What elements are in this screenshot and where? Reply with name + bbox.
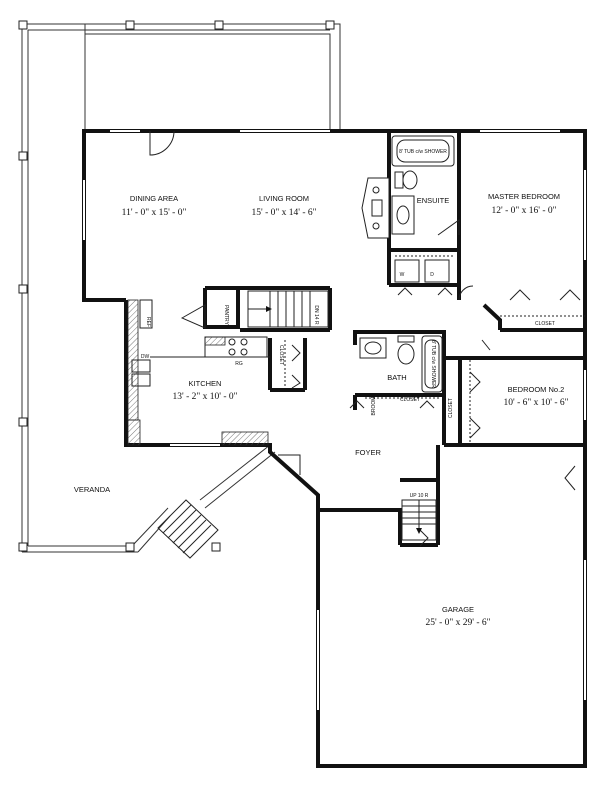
small-labels: 8' TUB c/w SHOWER 8' TUB c/w SHOWER PANT… — [141, 149, 555, 499]
interior-walls — [203, 131, 585, 547]
stair-up-label: UP 10 R — [410, 493, 429, 499]
foyer-name: FOYER — [355, 448, 381, 457]
dining-dims: 11' - 0" x 15' - 0" — [122, 208, 187, 218]
kitchen-dims: 13' - 2" x 10' - 0" — [172, 392, 237, 402]
closet-lines — [284, 255, 585, 442]
dw-label: DW — [141, 354, 150, 360]
doors — [149, 130, 581, 547]
master-name: MASTER BEDROOM — [488, 192, 560, 201]
ensuite-fixtures — [391, 135, 455, 235]
stair-down-label: DN 14 R — [313, 305, 319, 325]
tub-shower-label-2: 8' TUB c/w SHOWER — [430, 340, 436, 388]
exterior-walls — [82, 129, 587, 768]
pantry-label: PANTRY — [223, 305, 229, 325]
closet-bath-label: CLOSET — [400, 397, 420, 403]
tub-shower-label-1: 8' TUB c/w SHOWER — [399, 149, 447, 155]
dryer-label: D — [430, 272, 434, 278]
fireplace — [361, 177, 390, 239]
bath-fixtures — [359, 335, 443, 393]
garage-dims: 25' - 0" x 29' - 6" — [425, 618, 490, 628]
windows — [83, 130, 586, 710]
closet-master-label: CLOSET — [535, 321, 555, 327]
stair-down — [247, 290, 329, 328]
broom-label: BROOM — [371, 397, 377, 416]
closet-bed2-label: CLOSET — [448, 398, 454, 418]
living-dims: 15' - 0" x 14' - 6" — [251, 208, 316, 218]
rg-label: RG — [235, 361, 243, 367]
bedroom2-name: BEDROOM No.2 — [508, 385, 565, 394]
closet-kitchen-label: CLOSET — [278, 345, 284, 365]
dining-name: DINING AREA — [130, 194, 178, 203]
bedroom2-dims: 10' - 6" x 10' - 6" — [503, 398, 568, 408]
garage-name: GARAGE — [442, 605, 474, 614]
veranda-name: VERANDA — [74, 485, 110, 494]
kitchen-fixtures — [127, 299, 270, 446]
ensuite-name: ENSUITE — [417, 196, 450, 205]
bath-name: BATH — [387, 373, 406, 382]
ref-label: REF — [145, 317, 151, 327]
kitchen-name: KITCHEN — [189, 379, 222, 388]
laundry — [394, 259, 450, 283]
stair-up — [401, 499, 437, 541]
living-name: LIVING ROOM — [259, 194, 309, 203]
veranda-posts — [18, 20, 335, 552]
master-dims: 12' - 0" x 16' - 0" — [491, 206, 556, 216]
washer-label: W — [400, 272, 405, 278]
veranda-steps — [157, 499, 219, 559]
room-labels: DINING AREA 11' - 0" x 15' - 0" LIVING R… — [74, 192, 569, 628]
